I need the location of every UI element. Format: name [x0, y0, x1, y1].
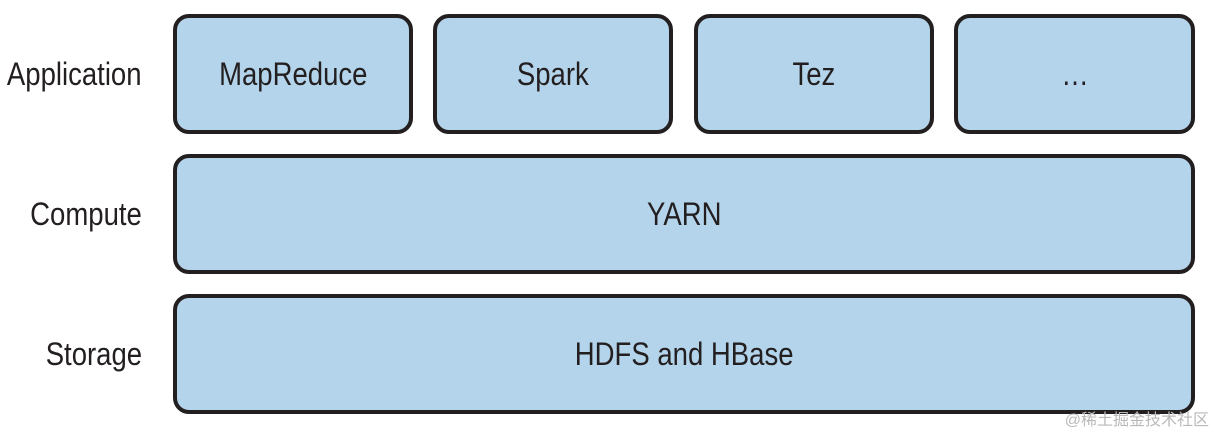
hdfs-hbase-box-label: HDFS and HBase — [574, 335, 794, 372]
hdfs-hbase-box: HDFS and HBase — [173, 294, 1195, 414]
application-layer-label: Application — [7, 56, 142, 92]
mapreduce-box-label: MapReduce — [218, 55, 368, 92]
mapreduce-box: MapReduce — [173, 14, 413, 134]
spark-box: Spark — [433, 14, 673, 134]
storage-layer-label: Storage — [45, 336, 142, 372]
tez-box: Tez — [694, 14, 934, 134]
watermark: @稀土掘金技术社区 — [1064, 412, 1209, 429]
ellipsis-box-label: … — [1060, 55, 1089, 92]
spark-box-label: Spark — [517, 55, 589, 92]
ellipsis-box: … — [954, 14, 1195, 134]
yarn-box-label: YARN — [646, 195, 722, 232]
compute-layer-label: Compute — [30, 196, 142, 232]
yarn-box: YARN — [173, 154, 1195, 274]
tez-box-label: Tez — [792, 55, 836, 92]
